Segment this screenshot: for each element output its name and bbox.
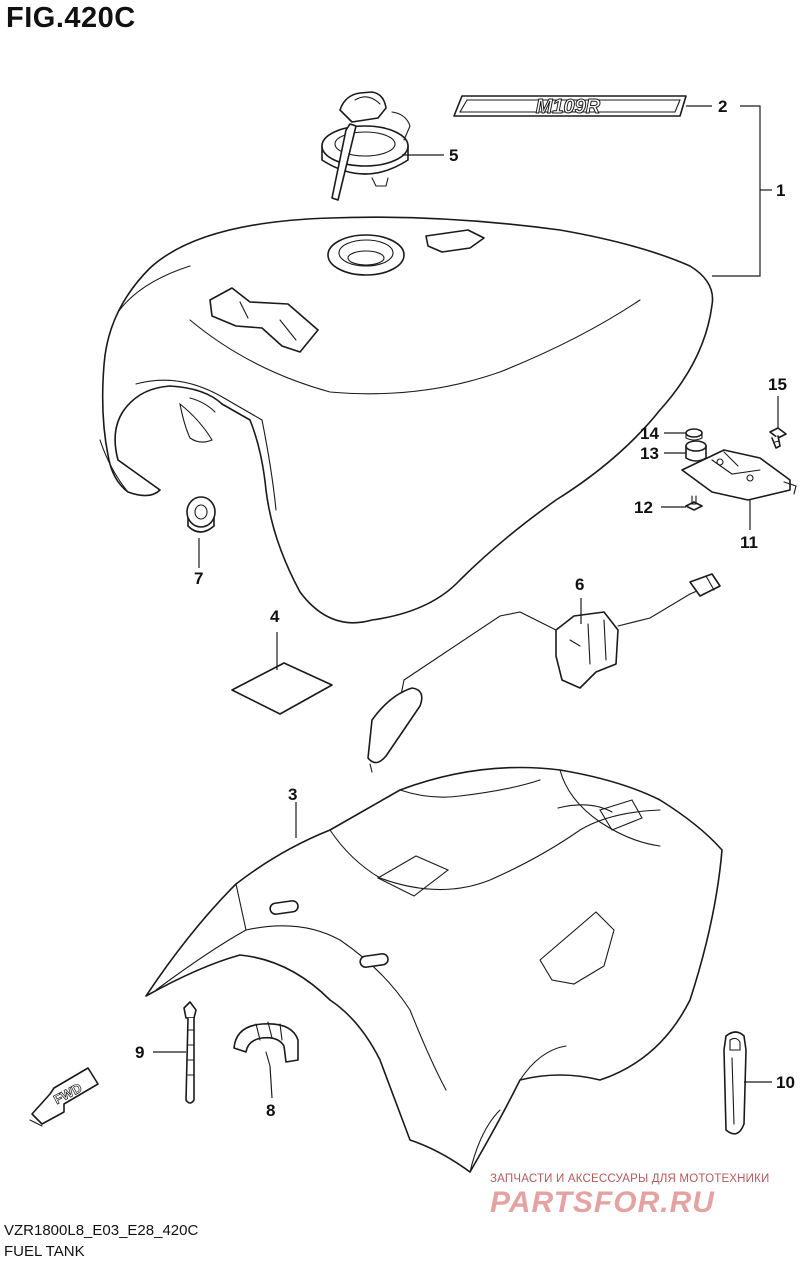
emblem-label: M109R xyxy=(536,96,601,118)
callout-13: 13 xyxy=(640,444,659,463)
figure-title: FIG.420C xyxy=(6,2,136,34)
part-6-fuel-level-gauge[interactable] xyxy=(367,573,721,773)
callout-4: 4 xyxy=(270,607,280,626)
callout-7: 7 xyxy=(194,569,203,588)
part-13-bushing[interactable] xyxy=(685,440,707,462)
callout-5: 5 xyxy=(449,146,458,165)
callout-15: 15 xyxy=(768,375,787,394)
part-9-cable-tie[interactable] xyxy=(183,1001,197,1104)
footer-section-name: FUEL TANK xyxy=(4,1243,85,1260)
callout-1: 1 xyxy=(776,181,785,200)
callout-labels: 1 2 3 4 5 6 7 8 9 10 11 12 13 14 15 xyxy=(135,97,795,1120)
part-3-tank-cover[interactable] xyxy=(145,766,723,1173)
leader-lines xyxy=(153,105,779,1099)
part-15-bolt[interactable] xyxy=(769,427,787,449)
fwd-label: FWD xyxy=(51,1080,84,1107)
callout-10: 10 xyxy=(776,1073,795,1092)
callout-11: 11 xyxy=(740,533,758,552)
watermark-brand: PARTSFOR.RU xyxy=(490,1186,715,1219)
fwd-direction-arrow: FWD xyxy=(29,1067,99,1127)
callout-14: 14 xyxy=(640,424,659,443)
part-12-bolt[interactable] xyxy=(685,495,703,511)
part-1-fuel-tank[interactable] xyxy=(99,216,714,624)
footer-model-code: VZR1800L8_E03_E28_420C xyxy=(4,1222,199,1239)
part-14-nut[interactable] xyxy=(685,428,703,441)
part-11-bracket[interactable] xyxy=(681,449,797,501)
callout-3: 3 xyxy=(288,785,297,804)
part-5-fuel-cap[interactable] xyxy=(321,91,411,201)
part-10-strap[interactable] xyxy=(723,1031,747,1135)
part-2-emblem[interactable]: M109R xyxy=(453,95,687,119)
callout-9: 9 xyxy=(135,1043,144,1062)
watermark-tagline: ЗАПЧАСТИ И АКСЕССУАРЫ ДЛЯ МОТОТЕХНИКИ xyxy=(490,1173,770,1185)
part-4-pad[interactable] xyxy=(231,662,333,715)
part-8-clamp[interactable] xyxy=(233,1021,299,1067)
callout-8: 8 xyxy=(266,1101,275,1120)
callout-2: 2 xyxy=(718,97,727,116)
callout-12: 12 xyxy=(634,498,653,517)
callout-6: 6 xyxy=(575,575,584,594)
part-7-grommet[interactable] xyxy=(186,496,216,533)
